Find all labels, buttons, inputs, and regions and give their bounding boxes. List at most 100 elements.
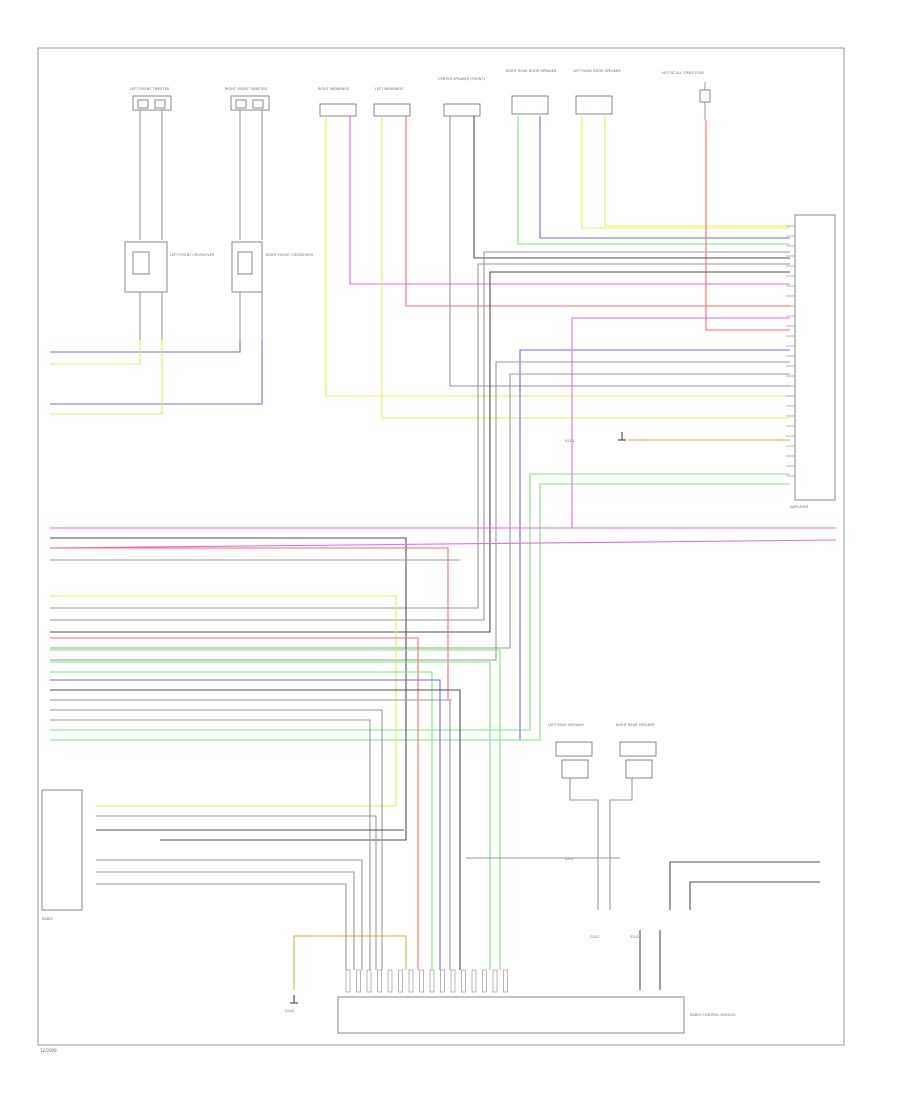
wire-rear-right bbox=[609, 778, 633, 910]
left-radio-module: RADIO bbox=[41, 789, 83, 921]
wire-amp-gray-4 bbox=[50, 373, 790, 649]
connector-pin bbox=[471, 969, 477, 993]
wire-left-green-1 bbox=[50, 649, 501, 970]
wire-radio-gray-3 bbox=[96, 871, 355, 970]
crossover-left: LEFT FRONT CROSSOVER bbox=[124, 241, 215, 293]
wire-left-dark-2 bbox=[50, 689, 461, 970]
component-label: LEFT MIDRANGE bbox=[375, 87, 403, 91]
bottom-control-module: RADIO CONTROL MODULE bbox=[337, 996, 736, 1034]
page-label: 12/2008 bbox=[40, 1048, 57, 1053]
wire-right-out-2 bbox=[689, 881, 820, 910]
top-component-power-dist: HOT AT ALL TIMES FUSE bbox=[662, 71, 711, 120]
wire-lr-door-yellow bbox=[581, 116, 790, 229]
crossover-label: LEFT FRONT CROSSOVER bbox=[170, 253, 215, 257]
connector-pin bbox=[398, 969, 403, 993]
top-component-center-speaker: CENTER SPEAKER (FRONT) bbox=[438, 77, 485, 117]
component-label: CENTER SPEAKER (FRONT) bbox=[438, 77, 485, 81]
wire-left-red bbox=[50, 547, 452, 701]
wire-right-out-1 bbox=[669, 861, 820, 910]
wire-rf-mid-magenta bbox=[349, 116, 790, 285]
wire-left-gray-2 bbox=[50, 699, 451, 970]
component-label: RIGHT REAR DOOR SPEAKER bbox=[506, 69, 557, 73]
component-label: RIGHT FRONT TWEETER bbox=[225, 87, 267, 91]
module-label: RADIO bbox=[42, 917, 53, 921]
speaker-label: LEFT REAR SPEAKER bbox=[548, 723, 584, 727]
ground-symbol bbox=[618, 432, 626, 441]
crossover-right: RIGHT FRONT CROSSOVER bbox=[231, 241, 314, 293]
wire-radio-gray-1 bbox=[96, 815, 377, 970]
connector-pin bbox=[503, 969, 508, 993]
wire-rr-door-green bbox=[517, 116, 790, 245]
connector-pin bbox=[356, 969, 361, 993]
splice-label: S202 bbox=[630, 935, 639, 939]
wire-xover-violet bbox=[50, 340, 263, 405]
component-label: LEFT REAR DOOR SPEAKER bbox=[573, 69, 621, 73]
wire-left-red-2 bbox=[50, 637, 419, 970]
ground-label: G102 bbox=[285, 1009, 294, 1013]
connector-pin bbox=[377, 969, 382, 993]
connector-pin bbox=[492, 969, 498, 993]
diagram-frame bbox=[37, 47, 845, 1046]
wire-left-magenta-2 bbox=[49, 539, 837, 549]
wire-left-gray-4 bbox=[50, 719, 371, 970]
connector-pin bbox=[482, 969, 487, 993]
wire-center-gray bbox=[449, 116, 790, 387]
wire-left-dark bbox=[50, 537, 407, 841]
wire-amp-gray-1 bbox=[50, 251, 790, 621]
connector-pin bbox=[440, 969, 445, 993]
wire-xover-yellow bbox=[50, 340, 141, 365]
right-amplifier-module: AMPLIFIER bbox=[790, 214, 836, 509]
top-component-rr-door-speaker: RIGHT REAR DOOR SPEAKER bbox=[506, 69, 557, 115]
ground-label: G201 bbox=[590, 935, 599, 939]
wire-radio-gray-4 bbox=[96, 883, 347, 970]
wire-layer bbox=[49, 116, 837, 993]
wire-amp-dark bbox=[50, 271, 790, 633]
ground-symbol bbox=[290, 995, 298, 1004]
wire-rear-left bbox=[569, 778, 599, 910]
wire-rr-door-blue bbox=[539, 116, 790, 239]
rear-speaker-right: RIGHT REAR SPEAKER bbox=[616, 723, 657, 779]
connector-pin bbox=[461, 969, 466, 993]
wire-xover-yellow-2 bbox=[50, 340, 163, 415]
ground-label: G101 bbox=[565, 439, 574, 443]
wire-rf-mid-yellow bbox=[325, 116, 790, 397]
wire-xover-blue bbox=[50, 340, 241, 353]
wire-left-green-3 bbox=[50, 671, 433, 970]
wire-orange-ground bbox=[293, 935, 407, 990]
wire-amp-green-1 bbox=[50, 473, 790, 731]
top-component-rf-tweeter: RIGHT FRONT TWEETER bbox=[225, 87, 270, 240]
splice-label: S201 bbox=[565, 857, 574, 861]
speaker-label: RIGHT REAR SPEAKER bbox=[616, 723, 655, 727]
top-component-rf-midrange: RIGHT MIDRANGE bbox=[318, 87, 357, 117]
top-component-lr-door-speaker: LEFT REAR DOOR SPEAKER bbox=[573, 69, 621, 115]
wire-lf-mid-red bbox=[405, 116, 790, 307]
component-label: HOT AT ALL TIMES FUSE bbox=[662, 71, 704, 75]
wire-amp-gray-2 bbox=[50, 263, 790, 609]
wire-power-red bbox=[705, 120, 790, 331]
wire-lr-door-yellow2 bbox=[604, 116, 790, 227]
connector-pin bbox=[419, 969, 424, 993]
component-label: LEFT FRONT TWEETER bbox=[130, 87, 170, 91]
wire-amp-green-2 bbox=[50, 483, 790, 741]
connector-pin bbox=[429, 969, 435, 993]
rear-speaker-left: LEFT REAR SPEAKER bbox=[548, 723, 593, 779]
wire-center-dark bbox=[473, 116, 790, 259]
crossover-label: RIGHT FRONT CROSSOVER bbox=[266, 253, 314, 257]
connector-pin bbox=[387, 969, 393, 993]
connector-pin bbox=[366, 969, 372, 993]
module-label: RADIO CONTROL MODULE bbox=[690, 1013, 736, 1017]
component-label: RIGHT MIDRANGE bbox=[318, 87, 349, 91]
wire-radio-gray-2 bbox=[96, 859, 363, 970]
wire-amp-gray-3 bbox=[50, 361, 790, 661]
top-component-lf-tweeter: LEFT FRONT TWEETER bbox=[130, 87, 172, 240]
top-component-lf-midrange: LEFT MIDRANGE bbox=[373, 87, 411, 117]
connector-pin bbox=[345, 969, 351, 993]
module-label: AMPLIFIER bbox=[790, 505, 809, 509]
wire-left-blue bbox=[50, 679, 441, 970]
wire-left-green-2 bbox=[50, 661, 491, 970]
wire-lf-mid-yellow bbox=[381, 116, 790, 419]
connector-pin bbox=[408, 969, 414, 993]
wire-left-gray-3 bbox=[50, 709, 383, 970]
connector-pin bbox=[450, 969, 456, 993]
